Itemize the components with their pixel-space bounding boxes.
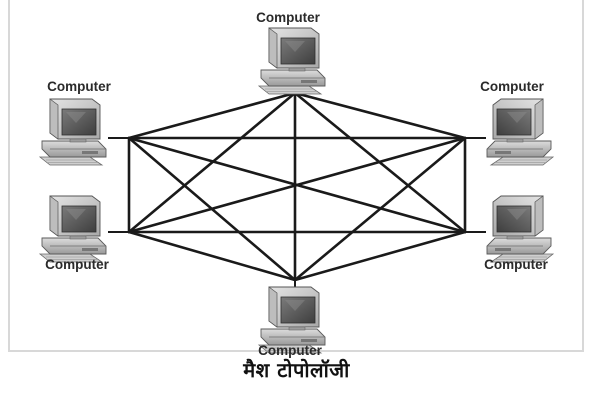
computer-label: Computer <box>256 10 320 25</box>
computer-icon <box>39 195 107 263</box>
mesh-link-lower-right-to-bottom <box>293 230 467 282</box>
mesh-link-top-to-upper-left <box>127 91 297 140</box>
mesh-link-lower-left-to-bottom <box>127 230 297 282</box>
mesh-connection-lines <box>108 82 486 292</box>
computer-label: Computer <box>47 79 111 94</box>
computer-icon <box>39 98 107 166</box>
computer-node-upper-left: Computer <box>39 79 112 166</box>
computer-label: Computer <box>45 257 109 272</box>
computer-label: Computer <box>480 79 544 94</box>
computer-node-lower-right: Computer <box>484 195 554 272</box>
computer-node-lower-left: Computer <box>39 195 110 272</box>
computer-icon <box>486 98 554 166</box>
computer-icon <box>486 195 554 263</box>
computer-icon <box>258 27 326 95</box>
computer-label: Computer <box>484 257 548 272</box>
frame-left-border <box>8 0 10 352</box>
computer-node-bottom: Computer <box>258 286 326 358</box>
computer-node-top: Computer <box>256 10 326 95</box>
mesh-link-upper-right-to-lower-left <box>127 136 467 234</box>
mesh-link-upper-right-to-bottom <box>293 136 467 282</box>
frame-right-border <box>582 0 584 352</box>
computer-label: Computer <box>258 343 322 358</box>
mesh-link-top-to-upper-right <box>293 91 467 140</box>
computer-node-upper-right: Computer <box>480 79 554 166</box>
diagram-caption: मैश टोपोलॉजी <box>243 358 350 382</box>
